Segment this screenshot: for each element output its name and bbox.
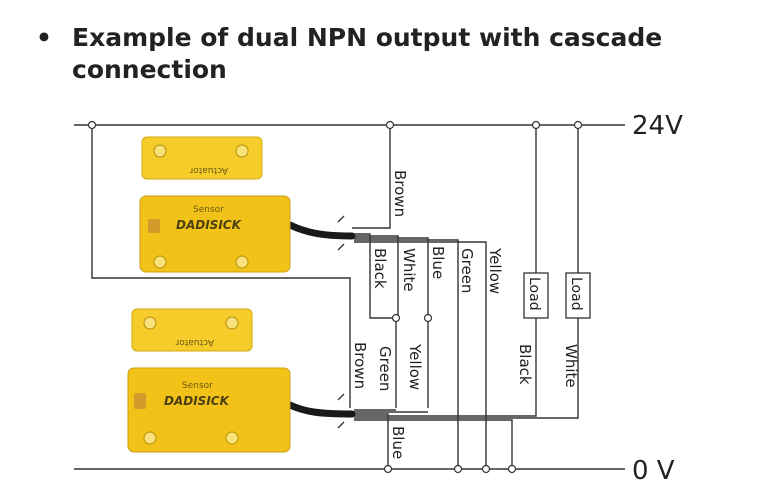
wire-s2-black-out <box>354 318 537 417</box>
actuator-2: Actuator <box>131 308 253 352</box>
label-s2-green: Green <box>376 346 394 391</box>
node-0v-yellow <box>481 464 491 474</box>
load-1-label: Load <box>526 277 542 311</box>
wire-s2-white-out <box>354 318 579 419</box>
actuator-1: Actuator <box>141 136 263 180</box>
wire-s1-white <box>354 235 399 318</box>
wire-s1-black <box>354 233 397 408</box>
wire-s1-green <box>354 239 459 469</box>
bullet: • <box>36 23 52 52</box>
diagram-heading: • Example of dual NPN output with cascad… <box>36 22 736 86</box>
label-s2-brown: Brown <box>351 342 369 389</box>
wire-s2-brown-feed <box>91 125 351 408</box>
cable-break-marks <box>337 215 345 429</box>
node-blue-yellow <box>423 313 433 323</box>
load-1 <box>523 272 549 319</box>
load-2 <box>565 272 591 319</box>
label-load2-white: White <box>562 344 580 388</box>
label-s1-yellow: Yellow <box>486 247 504 294</box>
label-s2-yellow: Yellow <box>406 343 424 390</box>
actuator-1-label: Actuator <box>189 165 228 175</box>
sensor-2-label: Sensor <box>182 381 213 391</box>
sensor-1: Sensor DADISICK <box>139 195 291 273</box>
sensor-2-brand: DADISICK <box>164 394 231 408</box>
wire-s1-yellow <box>354 241 487 469</box>
label-load1-black: Black <box>516 344 534 385</box>
node-24v-left <box>87 120 97 130</box>
cable-sensor-2 <box>286 401 356 418</box>
label-s1-blue: Blue <box>429 246 447 279</box>
node-0v-green <box>453 464 463 474</box>
junction-nodes <box>87 120 583 474</box>
rail-0v-label: 0 V <box>632 456 675 486</box>
node-white-black <box>391 313 401 323</box>
label-s1-black: Black <box>371 248 389 289</box>
node-24v-load1 <box>531 120 541 130</box>
wire-s1-blue <box>354 237 429 408</box>
label-s1-brown: Brown <box>391 170 409 217</box>
load-2-label: Load <box>568 277 584 311</box>
wire-yellow-return <box>354 419 513 469</box>
sensor-2: Sensor DADISICK <box>127 367 291 453</box>
heading-text: Example of dual NPN output with cascade … <box>72 23 663 84</box>
wire-s2-blue <box>354 413 389 469</box>
sensor-1-brand: DADISICK <box>176 218 243 232</box>
actuator-2-label: Actuator <box>175 337 214 347</box>
label-s2-blue: Blue <box>389 426 407 459</box>
node-0v-return <box>507 464 517 474</box>
sensor-1-label: Sensor <box>193 205 224 215</box>
wire-s1-brown <box>352 125 391 229</box>
cable-sensor-1 <box>286 221 356 240</box>
label-s1-white: White <box>400 248 418 292</box>
node-24v-brown <box>385 120 395 130</box>
node-24v-load2 <box>573 120 583 130</box>
rail-24v-label: 24V <box>632 111 683 141</box>
node-0v-blue <box>383 464 393 474</box>
label-s1-green: Green <box>458 248 476 293</box>
